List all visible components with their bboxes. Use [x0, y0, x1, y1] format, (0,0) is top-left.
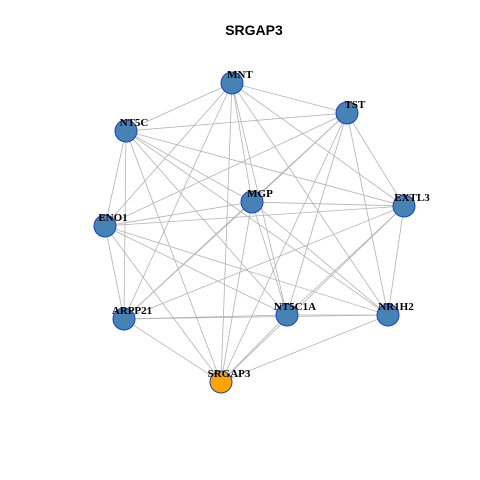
edge-extl3-arpp21 — [123, 205, 405, 320]
node-label-mgp: MGP — [247, 188, 273, 200]
node-label-mnt: MNT — [227, 69, 253, 81]
edge-tst-nr1h2 — [346, 112, 389, 316]
edge-mgp-eno1 — [104, 201, 253, 227]
node-nr1h2 — [376, 303, 400, 327]
edge-tst-srgap3 — [220, 112, 348, 383]
edge-mnt-extl3 — [231, 82, 405, 207]
edge-nr1h2-srgap3 — [220, 314, 389, 383]
edge-mgp-extl3 — [251, 201, 405, 207]
node-label-arpp21: ARPP21 — [112, 305, 152, 317]
edge-extl3-eno1 — [104, 205, 405, 227]
edge-eno1-nt5c1a — [104, 225, 288, 316]
graph-title: SRGAP3 — [225, 22, 283, 38]
node-tst — [335, 101, 359, 125]
node-eno1 — [93, 214, 117, 238]
edge-mnt-nr1h2 — [231, 82, 389, 316]
node-label-srgap3: SRGAP3 — [208, 368, 251, 380]
edge-extl3-srgap3 — [220, 205, 405, 383]
node-label-eno1: ENO1 — [98, 212, 127, 224]
edge-tst-nt5c — [125, 112, 348, 132]
edge-tst-nt5c1a — [286, 112, 348, 316]
node-mnt — [220, 71, 244, 95]
edge-nt5c-srgap3 — [125, 130, 222, 383]
node-label-tst: TST — [345, 99, 366, 111]
node-mgp — [240, 190, 264, 214]
node-label-extl3: EXTL3 — [394, 192, 430, 204]
node-nt5c1a — [275, 303, 299, 327]
edge-nt5c-mgp — [125, 130, 253, 203]
node-extl3 — [392, 194, 416, 218]
edge-mnt-mgp — [231, 82, 253, 203]
edge-tst-eno1 — [104, 112, 348, 227]
node-label-nt5c: NT5C — [120, 117, 149, 129]
edge-eno1-arpp21 — [104, 225, 125, 320]
edge-extl3-nt5c1a — [286, 205, 405, 316]
edge-mgp-nt5c1a — [251, 201, 288, 316]
node-srgap3 — [209, 370, 233, 394]
edge-mnt-arpp21 — [123, 82, 233, 320]
edge-nt5c-nt5c1a — [125, 130, 288, 316]
edge-eno1-nr1h2 — [104, 225, 389, 316]
edge-layer — [104, 82, 405, 383]
edge-mnt-nt5c — [125, 82, 233, 132]
node-layer — [93, 71, 416, 394]
edge-tst-extl3 — [346, 112, 405, 207]
edge-mgp-nr1h2 — [251, 201, 389, 316]
edge-eno1-srgap3 — [104, 225, 222, 383]
edge-arpp21-nr1h2 — [123, 314, 389, 320]
node-nt5c — [114, 119, 138, 143]
edge-nt5c1a-srgap3 — [220, 314, 288, 383]
node-label-nt5c1a: NT5C1A — [274, 301, 316, 313]
edge-arpp21-srgap3 — [123, 318, 222, 383]
edge-mgp-srgap3 — [220, 201, 253, 383]
edge-nt5c-extl3 — [125, 130, 405, 207]
edge-nt5c-nr1h2 — [125, 130, 389, 316]
edge-mnt-tst — [231, 82, 348, 114]
node-label-nr1h2: NR1H2 — [378, 301, 414, 313]
edge-extl3-nr1h2 — [387, 205, 405, 316]
edge-nt5c-eno1 — [104, 130, 127, 227]
edge-mgp-arpp21 — [123, 201, 253, 320]
node-arpp21 — [112, 307, 136, 331]
edge-mnt-srgap3 — [220, 82, 233, 383]
